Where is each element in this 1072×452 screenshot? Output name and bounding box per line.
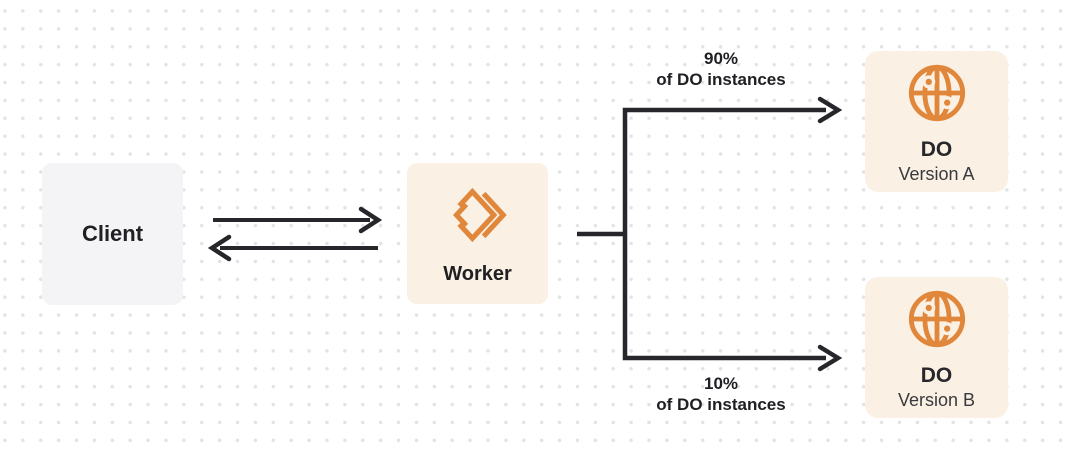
split-top-label: 90% of DO instances — [623, 48, 819, 90]
client-node: Client — [42, 163, 183, 305]
worker-label: Worker — [443, 263, 512, 285]
do-version-a-node: DO Version A — [865, 51, 1008, 192]
do-version-b-node: DO Version B — [865, 277, 1008, 418]
do-b-title: DO — [920, 364, 953, 387]
split-bottom-percentage: 10% — [703, 374, 739, 393]
do-a-title: DO — [920, 138, 953, 161]
split-top-caption: of DO instances — [656, 70, 786, 89]
worker-node: Worker — [407, 163, 548, 304]
durable-object-globe-icon — [908, 290, 965, 348]
arrow-split-to-do-a — [817, 96, 843, 124]
arrow-split-to-do-b — [817, 344, 843, 372]
split-top-percentage: 90% — [703, 49, 739, 68]
worker-split-connector — [577, 107, 826, 361]
durable-object-globe-icon — [908, 64, 965, 122]
arrow-client-to-worker — [213, 206, 383, 234]
split-bottom-caption: of DO instances — [656, 395, 786, 414]
client-label: Client — [81, 221, 144, 246]
do-a-subtitle: Version A — [898, 164, 975, 185]
cloudflare-workers-icon — [452, 187, 507, 243]
split-bottom-label: 10% of DO instances — [623, 373, 819, 415]
arrow-worker-to-client — [207, 234, 378, 262]
do-b-subtitle: Version B — [897, 390, 976, 411]
